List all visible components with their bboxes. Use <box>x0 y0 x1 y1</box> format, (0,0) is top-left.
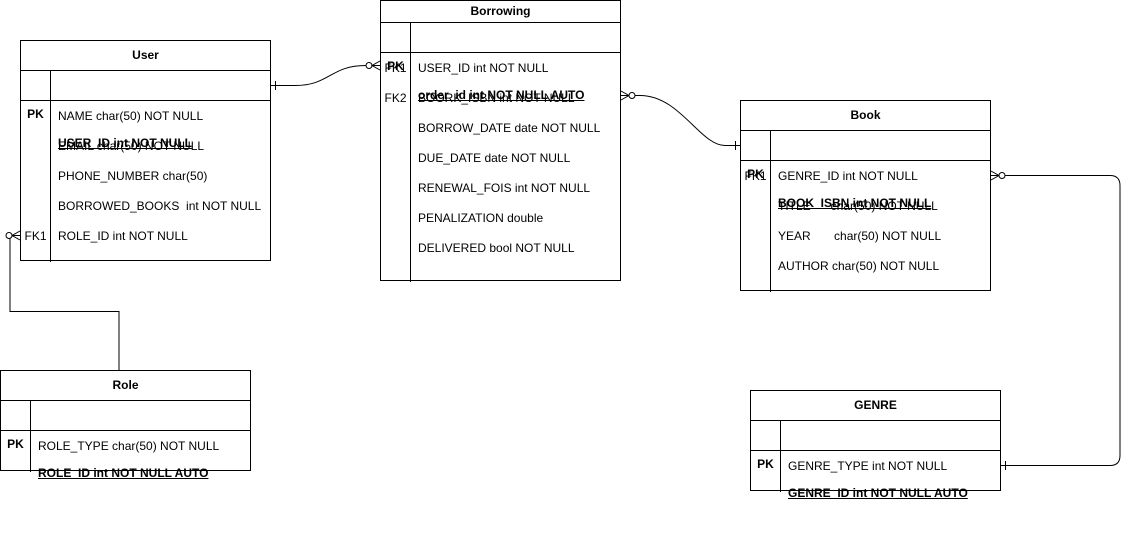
field-list: FK1 GENRE_ID int NOT NULL TITLE char(50) … <box>741 161 990 292</box>
field-name: RENEWAL_FOIS int NOT NULL <box>418 181 591 195</box>
field-name: BORROW_DATE date NOT NULL <box>418 121 601 135</box>
field-row: EMAIL char(50) NOT NULL <box>21 131 270 161</box>
column-divider <box>410 53 411 282</box>
column-divider <box>50 71 51 100</box>
pk-field: PK ROLE_ID int NOT NULL AUTO <box>1 401 250 480</box>
column-divider <box>770 161 771 292</box>
field-name: NAME char(50) NOT NULL <box>58 109 204 123</box>
pk-field: PK BOOK_ISBN int NOT NULL <box>741 131 990 210</box>
field-list: NAME char(50) NOT NULL EMAIL char(50) NO… <box>21 101 270 262</box>
primary-key-row: PK order_id int NOT NULL AUTO <box>381 23 620 102</box>
field-row: NAME char(50) NOT NULL <box>21 101 270 131</box>
column-divider <box>770 131 771 160</box>
entity-title: Role <box>1 371 250 401</box>
primary-key-row: PK USER_ID int NOT NULL <box>21 71 270 150</box>
field-row: TITLE char(50) NOT NULL <box>741 191 990 221</box>
entity-borrowing[interactable]: Borrowing PK order_id int NOT NULL AUTO … <box>380 0 621 282</box>
field-name: ROLE_ID int NOT NULL AUTO <box>38 466 209 480</box>
key-label: FK1 <box>24 229 47 243</box>
pk-field: PK order_id int NOT NULL AUTO <box>381 23 620 102</box>
field-row: BORROWED_BOOKS int NOT NULL <box>21 191 270 221</box>
column-divider <box>30 431 31 472</box>
field-row: BORROW_DATE date NOT NULL <box>381 113 620 143</box>
field-name: TITLE char(50) NOT NULL <box>778 199 938 213</box>
field-row: GENRE_TYPE int NOT NULL <box>751 451 1000 481</box>
field-row: PHONE_NUMBER char(50) <box>21 161 270 191</box>
key-label: FK2 <box>384 91 407 105</box>
field-list: FK1 USER_ID int NOT NULL FK2 BOORK_ISBN in… <box>381 53 620 282</box>
field-name: DUE_DATE date NOT NULL <box>418 151 571 165</box>
key-label: PK <box>7 437 24 451</box>
field-name: GENRE_ID int NOT NULL <box>778 169 918 183</box>
column-divider <box>780 451 781 492</box>
field-row: PENALIZATION double <box>381 203 620 233</box>
crow-foot-icon <box>620 90 631 101</box>
column-divider <box>410 23 411 52</box>
crow-foot-icon <box>990 170 1001 181</box>
field-row: ROLE_TYPE char(50) NOT NULL <box>1 431 250 461</box>
entity-title: Borrowing <box>381 1 620 23</box>
column-divider <box>50 101 51 262</box>
entity-genre[interactable]: GENRE PK GENRE_ID int NOT NULL AUTO GENR… <box>750 390 1001 500</box>
field-name: PENALIZATION double <box>418 211 544 225</box>
field-row: DELIVERED bool NOT NULL <box>381 233 620 263</box>
field-name: DELIVERED bool NOT NULL <box>418 241 575 255</box>
field-name: BOORK_ISBN int NOT NULL <box>418 91 575 105</box>
entity-title: Book <box>741 101 990 131</box>
field-name: AUTHOR char(50) NOT NULL <box>778 259 940 273</box>
field-name: PHONE_NUMBER char(50) <box>58 169 208 183</box>
pk-field: PK USER_ID int NOT NULL <box>21 71 270 150</box>
field-row: RENEWAL_FOIS int NOT NULL <box>381 173 620 203</box>
field-row: AUTHOR char(50) NOT NULL <box>741 251 990 281</box>
field-row: FK1 GENRE_ID int NOT NULL <box>741 161 990 191</box>
field-row: YEAR char(50) NOT NULL <box>741 221 990 251</box>
key-label: PK <box>387 59 404 73</box>
field-row: FK1 ROLE_ID int NOT NULL <box>21 221 270 251</box>
field-name: EMAIL char(50) NOT NULL <box>58 139 205 153</box>
crow-foot-icon <box>370 60 381 71</box>
column-divider <box>780 421 781 450</box>
zero-marker-icon <box>365 62 373 69</box>
field-name: order_id int NOT NULL AUTO <box>418 88 585 102</box>
field-name: GENRE_TYPE int NOT NULL <box>788 459 948 473</box>
key-label: PK <box>747 167 764 181</box>
key-label: PK <box>27 107 44 121</box>
primary-key-row: PK GENRE_ID int NOT NULL AUTO <box>751 421 1000 500</box>
relation-user-borrowing[interactable] <box>271 60 381 90</box>
field-name: YEAR char(50) NOT NULL <box>778 229 942 243</box>
entity-role[interactable]: Role PK ROLE_ID int NOT NULL AUTO ROLE_T… <box>0 370 251 480</box>
key-label: FK1 <box>744 169 767 183</box>
pk-field: PK GENRE_ID int NOT NULL AUTO <box>751 421 1000 500</box>
relation-book-genre[interactable] <box>990 170 1121 470</box>
crow-foot-icon <box>10 230 21 241</box>
column-divider <box>30 401 31 430</box>
field-name: USER_ID int NOT NULL <box>58 136 192 150</box>
primary-key-row: PK BOOK_ISBN int NOT NULL <box>741 131 990 210</box>
primary-key-row: PK ROLE_ID int NOT NULL AUTO <box>1 401 250 480</box>
zero-marker-icon <box>998 172 1006 179</box>
field-name: BORROWED_BOOKS int NOT NULL <box>58 199 262 213</box>
key-label: FK1 <box>384 61 407 75</box>
entity-book[interactable]: Book PK BOOK_ISBN int NOT NULL FK1 GENRE_… <box>740 100 991 292</box>
field-name: ROLE_ID int NOT NULL <box>58 229 188 243</box>
zero-marker-icon <box>628 92 636 99</box>
field-list: ROLE_TYPE char(50) NOT NULL <box>1 431 250 472</box>
field-name: ROLE_TYPE char(50) NOT NULL <box>38 439 220 453</box>
zero-marker-icon <box>5 232 13 239</box>
entity-title: User <box>21 41 270 71</box>
entity-title: GENRE <box>751 391 1000 421</box>
field-name: USER_ID int NOT NULL <box>418 61 549 75</box>
field-row: DUE_DATE date NOT NULL <box>381 143 620 173</box>
field-row: FK2 BOORK_ISBN int NOT NULL <box>381 83 620 113</box>
key-label: PK <box>757 457 774 471</box>
field-list: GENRE_TYPE int NOT NULL <box>751 451 1000 492</box>
field-name: BOOK_ISBN int NOT NULL <box>778 196 932 210</box>
field-row: FK1 USER_ID int NOT NULL <box>381 53 620 83</box>
relation-borrowing-book[interactable] <box>620 90 740 150</box>
entity-user[interactable]: User PK USER_ID int NOT NULL NAME char(5… <box>20 40 271 262</box>
